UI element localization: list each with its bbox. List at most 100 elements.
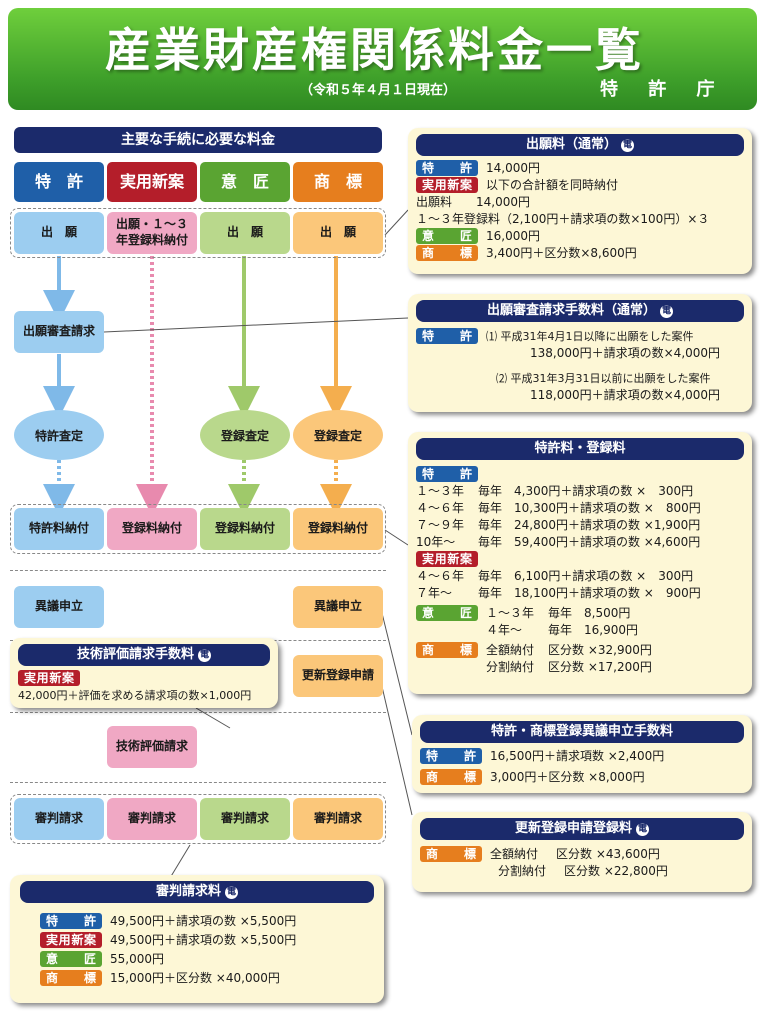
electronic-mark: 電: [621, 139, 634, 152]
badge-trademark: 商 標: [416, 245, 478, 261]
appeal-utility: 審判請求: [107, 798, 197, 840]
panel-title: 出願審査請求手数料（通常）電: [416, 300, 744, 322]
category-design: 意 匠: [200, 162, 290, 202]
payment-utility: 登録料納付: [107, 508, 197, 550]
renewal-trademark: 更新登録申請: [293, 655, 383, 697]
badge-patent: 特 許: [416, 466, 478, 482]
badge-patent: 特 許: [420, 748, 482, 764]
electronic-mark: 電: [225, 886, 238, 899]
filing-patent: 出 願: [14, 212, 104, 254]
panel-title: 出願料（通常）電: [416, 134, 744, 156]
category-trademark: 商 標: [293, 162, 383, 202]
panel-title: 特許料・登録料: [416, 438, 744, 460]
exam-request: 出願審査請求: [14, 311, 104, 353]
divider-1: [10, 570, 386, 571]
badge-utility: 実用新案: [416, 177, 478, 193]
electronic-mark: 電: [198, 649, 211, 662]
trademark-row: 分割納付区分数 ×17,200円: [486, 660, 652, 674]
filing-trademark: 出 願: [293, 212, 383, 254]
badge-trademark: 商 標: [40, 970, 102, 986]
effective-date: （令和５年４月１日現在）: [300, 83, 457, 98]
exam-item2-fee: 118,000円＋請求項の数×4,000円: [530, 388, 721, 402]
fee-design: 55,000円: [110, 952, 164, 966]
panel-title: 特許・商標登録異議申立手数料: [420, 721, 744, 743]
panel-filing-fee: 出願料（通常）電 特 許 14,000円 実用新案以下の合計額を同時納付 出願料 …: [408, 128, 752, 274]
exam-item1: ⑴ 平成31年4月1日以降に出願をした案件: [486, 330, 694, 343]
electronic-mark: 電: [660, 305, 673, 318]
callout-exam: [103, 317, 409, 333]
decision-patent: 特許査定: [14, 410, 104, 460]
fee-utility-line2: １～３年登録料（2,100円＋請求項の数×100円）×３: [416, 212, 710, 226]
filing-utility: 出願・１～３年登録料納付: [107, 212, 197, 254]
badge-patent: 特 許: [416, 160, 478, 176]
fee-patent: 14,000円: [486, 161, 540, 175]
callout-tech-eval: [195, 707, 231, 729]
badge-trademark: 商 標: [420, 846, 482, 862]
fee-trademark: 15,000円＋区分数 ×40,000円: [110, 971, 280, 985]
panel-exam-fee: 出願審査請求手数料（通常）電 特 許⑴ 平成31年4月1日以降に出願をした案件 …: [408, 294, 752, 412]
badge-patent: 特 許: [416, 328, 478, 344]
exam-item1-fee: 138,000円＋請求項の数×4,000円: [530, 346, 721, 360]
renewal-fee-2: 区分数 ×22,800円: [564, 864, 668, 878]
opposition-trademark: 異議申立: [293, 586, 383, 628]
payment-trademark: 登録料納付: [293, 508, 383, 550]
filing-row: [10, 208, 386, 258]
organization-name: 特 許 庁: [600, 79, 727, 100]
panel-title: 審判請求料電: [20, 881, 374, 903]
decision-design: 登録査定: [200, 410, 290, 460]
payment-patent: 特許料納付: [14, 508, 104, 550]
page-title: 産業財産権関係料金一覧: [105, 23, 644, 77]
payment-design: 登録料納付: [200, 508, 290, 550]
fee-trademark: 3,000円＋区分数 ×8,000円: [490, 770, 645, 784]
panel-opposition-fee: 特許・商標登録異議申立手数料 特 許 16,500円＋請求項数 ×2,400円 商…: [412, 715, 752, 793]
divider-4: [10, 782, 386, 783]
fee-utility: 以下の合計額を同時納付: [486, 178, 619, 192]
renewal-kind-1: 全額納付: [490, 847, 539, 861]
renewal-fee-1: 区分数 ×43,600円: [556, 847, 660, 861]
fee-trademark: 3,400円＋区分数×8,600円: [486, 246, 637, 260]
badge-utility: 実用新案: [18, 670, 80, 686]
fee-tech-eval: 42,000円＋評価を求める請求項の数×1,000円: [18, 689, 252, 702]
appeal-patent: 審判請求: [14, 798, 104, 840]
badge-trademark: 商 標: [420, 769, 482, 785]
callout-renewal: [379, 677, 413, 816]
flow-title: 主要な手続に必要な料金: [14, 127, 382, 153]
fee-patent: 49,500円＋請求項の数 ×5,500円: [110, 914, 297, 928]
badge-utility: 実用新案: [416, 551, 478, 567]
exam-item2: ⑵ 平成31年3月31日以前に出願をした案件: [496, 372, 711, 385]
badge-utility: 実用新案: [40, 932, 102, 948]
electronic-mark: 電: [636, 823, 649, 836]
appeal-trademark: 審判請求: [293, 798, 383, 840]
badge-design: 意 匠: [40, 951, 102, 967]
panel-tech-eval-fee: 技術評価請求手数料電 実用新案 42,000円＋評価を求める請求項の数×1,00…: [10, 638, 278, 708]
tech-eval-request: 技術評価請求: [107, 726, 197, 768]
badge-design: 意 匠: [416, 605, 478, 621]
fee-utility-line1: 出願料 14,000円: [416, 195, 530, 209]
panel-title: 更新登録申請登録料電: [420, 818, 744, 840]
badge-design: 意 匠: [416, 228, 478, 244]
divider-3: [10, 712, 386, 713]
category-patent: 特 許: [14, 162, 104, 202]
appeal-row: [10, 794, 386, 844]
fee-design: 16,000円: [486, 229, 540, 243]
fee-utility: 49,500円＋請求項の数 ×5,500円: [110, 933, 297, 947]
appeal-design: 審判請求: [200, 798, 290, 840]
callout-filing: [384, 209, 409, 236]
badge-patent: 特 許: [40, 913, 102, 929]
renewal-kind-2: 分割納付: [498, 864, 547, 878]
fee-patent: 16,500円＋請求項数 ×2,400円: [490, 749, 665, 763]
filing-design: 出 願: [200, 212, 290, 254]
header-banner: [8, 8, 757, 110]
opposition-patent: 異議申立: [14, 586, 104, 628]
panel-title: 技術評価請求手数料電: [18, 644, 270, 666]
payment-row: [10, 504, 386, 554]
decision-trademark: 登録査定: [293, 410, 383, 460]
